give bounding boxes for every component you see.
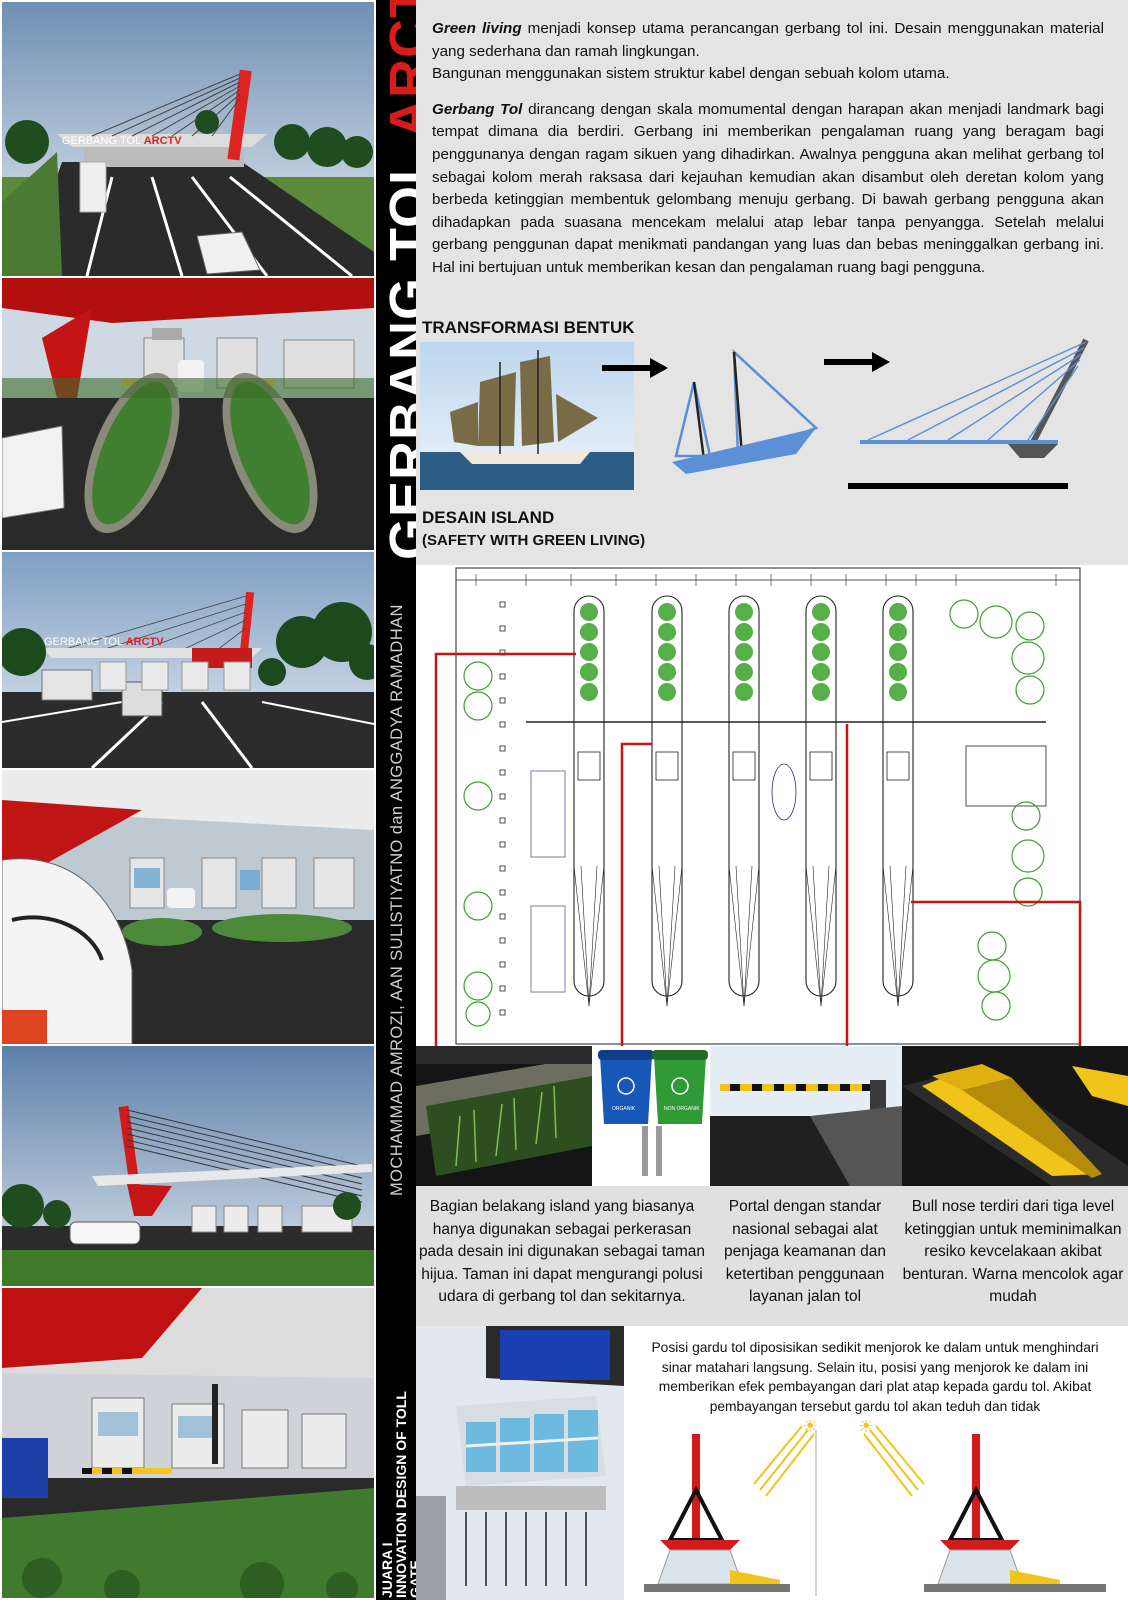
render-under-roof: [2, 770, 374, 1044]
caption-garden: Bagian belakang island yang biasanya han…: [418, 1198, 706, 1305]
gate-section-left: [644, 1434, 790, 1592]
island-site-plan: [416, 566, 1128, 1046]
vertical-title: GERBANG TOL ARCTV: [378, 0, 439, 600]
arrow-icon-1: [602, 358, 668, 378]
title-band: [376, 0, 416, 1600]
ship-photo: [420, 342, 634, 490]
caption-bullnose: Bull nose terdiri dari tiga level keting…: [902, 1198, 1124, 1305]
render-side-cable: [2, 1046, 374, 1286]
detail-captions: [416, 1186, 1128, 1326]
sail-sketch: [672, 349, 819, 474]
toll-booth-render: [416, 1326, 624, 1600]
caption-portal: Portal dengan standar nasional sebagai a…: [723, 1198, 887, 1305]
sun-icon-right: ☀: [858, 1420, 874, 1437]
render-booths: [2, 1288, 374, 1598]
intro-lead-1: Green living: [432, 20, 522, 37]
bin-label-organic: ORGANIK: [612, 1106, 636, 1112]
detail-garden-photo: [416, 1046, 592, 1186]
transformasi-heading: TRANSFORMASI BENTUK: [422, 318, 635, 337]
shading-diagram: ☀ ☀: [644, 1420, 1106, 1596]
island-heading: DESAIN ISLAND: [422, 508, 555, 527]
plan-drawing: [434, 567, 1082, 1046]
render-island-view: [2, 278, 374, 550]
authors-vertical: MOCHAMMAD AMROZI, AAN SULISTIYATNO dan A…: [388, 604, 406, 1196]
detail-photo-row: ORGANIK NON ORGANIK: [416, 1046, 1128, 1186]
intro-paragraph-1: Green living menjadi konsep utama peranc…: [432, 20, 1105, 83]
intro-text: Green living menjadi konsep utama peranc…: [432, 18, 1104, 293]
detail-portal-photo: [710, 1046, 902, 1186]
render-aerial-gate: GERBANG TOL ARCTV: [2, 2, 374, 276]
intro-paragraph-2: Gerbang Tol dirancang dengan skala momum…: [432, 100, 1104, 276]
award-line-2: INNOVATION DESIGN OF TOLL: [393, 1391, 409, 1598]
gate-sign-text-2: GERBANG TOL ARCTV: [44, 636, 164, 648]
detail-bins-photo: ORGANIK NON ORGANIK: [592, 1046, 710, 1186]
island-subheading: (SAFETY WITH GREEN LIVING): [422, 532, 646, 549]
arrow-icon-2: [824, 352, 890, 372]
gate-sign-text: GERBANG TOL ARCTV: [62, 135, 182, 147]
shading-description: Posisi gardu tol diposisikan sedikit men…: [651, 1340, 1099, 1414]
render-column: GERBANG TOL ARCTV: [0, 0, 376, 1600]
sun-icon-left: ☀: [802, 1420, 818, 1437]
gate-section-right: [924, 1434, 1106, 1592]
sun-rays-left: [753, 1425, 815, 1497]
bin-label-nonorganic: NON ORGANIK: [664, 1106, 700, 1112]
render-front-approach: GERBANG TOL ARCTV: [2, 552, 374, 768]
detail-bullnose-photo: [902, 1046, 1128, 1186]
structure-sketch: [848, 338, 1089, 489]
intro-lead-2: Gerbang Tol: [432, 100, 523, 118]
award-line-1: JUARA I: [379, 1542, 395, 1599]
sun-rays-right: [863, 1425, 925, 1497]
